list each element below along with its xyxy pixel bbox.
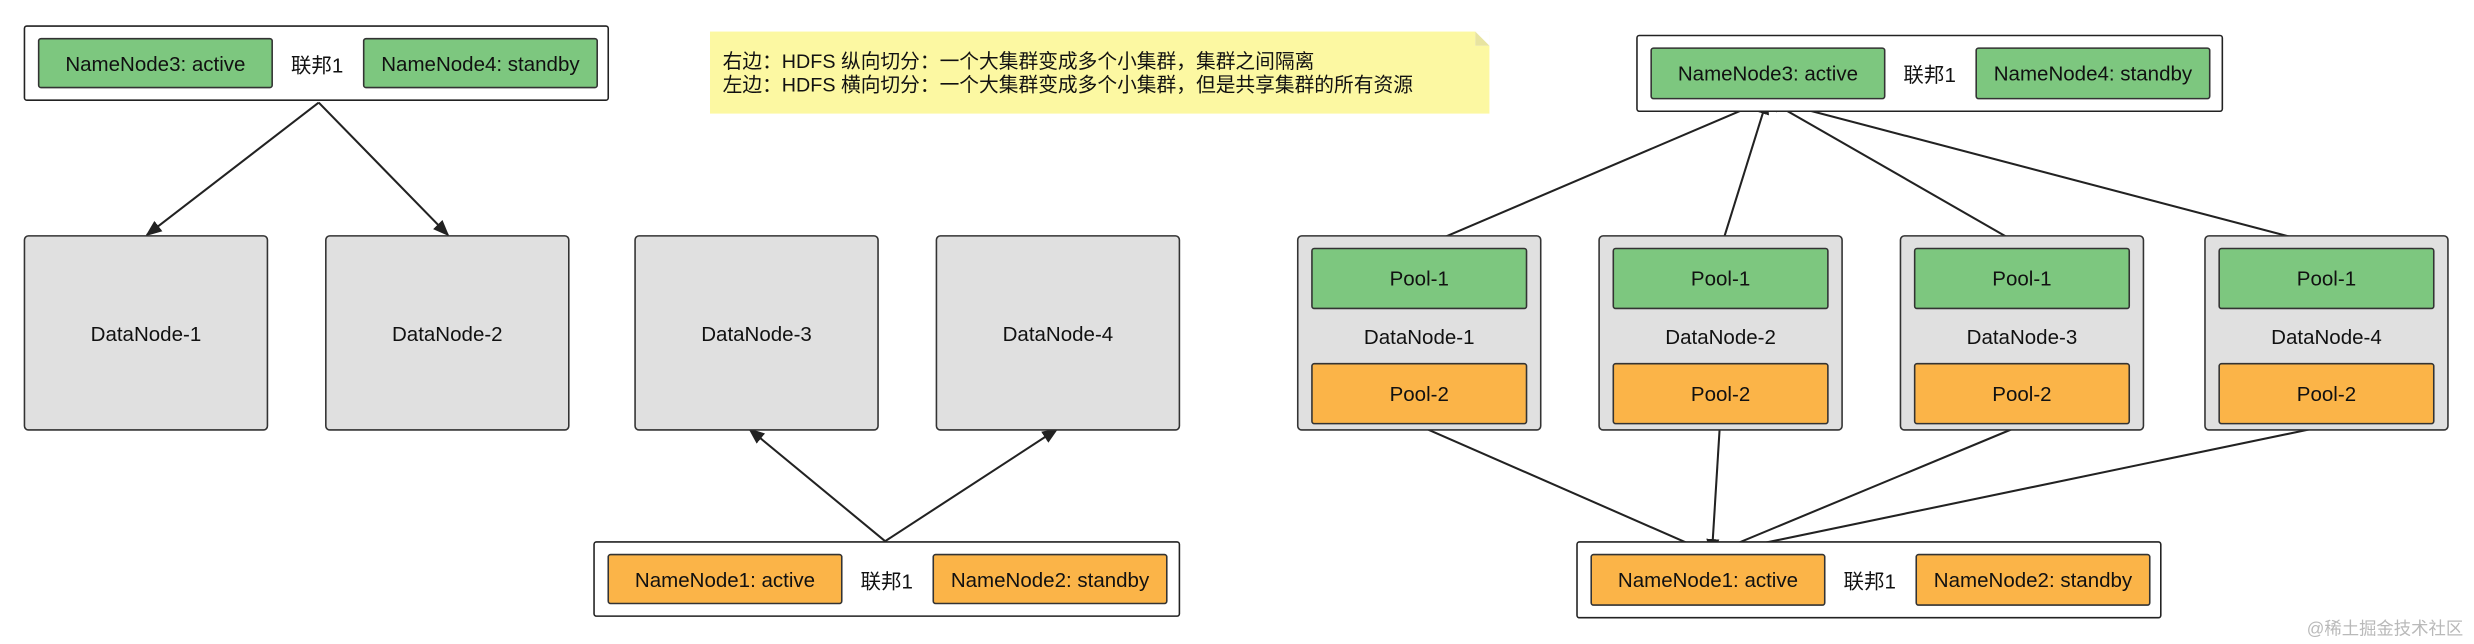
right-top-federation-label: 联邦1 bbox=[1903, 63, 1956, 87]
right-datanode-1-label: DataNode-1 bbox=[1363, 324, 1475, 348]
right-datanode-3-pool-1[interactable]: Pool-1 bbox=[1913, 247, 2131, 310]
right-datanode-2-pool-1[interactable]: Pool-1 bbox=[1612, 247, 1829, 310]
right-top-namenode-standby[interactable]: NameNode4: standby bbox=[1975, 47, 2211, 100]
right-datanode-3-label: DataNode-3 bbox=[1966, 324, 2078, 348]
right-datanode-2-pool-2[interactable]: Pool-2 bbox=[1612, 362, 1829, 425]
left-datanode-2[interactable]: DataNode-2 bbox=[325, 235, 570, 431]
right-datanode-1-pool-1[interactable]: Pool-1 bbox=[1311, 247, 1528, 310]
right-bottom-namenode-standby[interactable]: NameNode2: standby bbox=[1915, 553, 2151, 606]
arrow-datanode-3-to-namenode3 bbox=[1765, 98, 2024, 248]
right-bottom-namenode-active[interactable]: NameNode1: active bbox=[1590, 553, 1826, 606]
left-top-namenode-standby[interactable]: NameNode4: standby bbox=[362, 37, 598, 89]
left-datanode-1[interactable]: DataNode-1 bbox=[23, 235, 269, 431]
right-datanode-4-label: DataNode-4 bbox=[2271, 324, 2382, 348]
left-bottom-namenode-active[interactable]: NameNode1: active bbox=[607, 553, 843, 605]
left-datanode-4[interactable]: DataNode-4 bbox=[935, 235, 1181, 431]
left-top-namenode-active[interactable]: NameNode3: active bbox=[37, 37, 273, 89]
left-bottom-federation-label: 联邦1 bbox=[860, 568, 913, 593]
arrow-nn-bottom-to-datanode-4 bbox=[884, 428, 1059, 543]
left-datanode-3[interactable]: DataNode-3 bbox=[634, 235, 879, 431]
note-fold-corner bbox=[1475, 31, 1490, 46]
arrow-datanode-4-to-namenode1 bbox=[1710, 425, 2326, 558]
right-bottom-federation-label: 联邦1 bbox=[1843, 569, 1896, 594]
arrow-datanode-1-to-namenode1 bbox=[1419, 425, 1714, 555]
arrow-datanode-4-to-namenode3 bbox=[1765, 96, 2326, 248]
watermark: @稀土掘金技术社区 bbox=[2306, 620, 2464, 640]
arrow-nn-top-to-datanode-1 bbox=[145, 101, 320, 237]
left-top-federation-label: 联邦1 bbox=[290, 52, 344, 77]
left-bottom-namenode-standby[interactable]: NameNode2: standby bbox=[932, 553, 1168, 605]
arrow-datanode-1-to-namenode3 bbox=[1422, 98, 1769, 248]
right-datanode-1-pool-2[interactable]: Pool-2 bbox=[1311, 362, 1528, 425]
note-line-1: 右边：HDFS 纵向切分：一个大集群变成多个小集群，集群之间隔离 bbox=[722, 50, 1315, 73]
arrow-nn-top-to-datanode-2 bbox=[317, 101, 450, 237]
arrow-datanode-2-to-namenode3 bbox=[1720, 97, 1770, 247]
right-datanode-4-pool-1[interactable]: Pool-1 bbox=[2218, 247, 2435, 310]
explanation-note: 右边：HDFS 纵向切分：一个大集群变成多个小集群，集群之间隔离 左边：HDFS… bbox=[710, 31, 1490, 114]
arrow-datanode-2-to-namenode1 bbox=[1706, 425, 1721, 556]
note-line-2: 左边：HDFS 横向切分：一个大集群变成多个小集群，但是共享集群的所有资源 bbox=[722, 74, 1413, 97]
right-datanode-2-label: DataNode-2 bbox=[1665, 324, 1776, 348]
right-top-namenode-active[interactable]: NameNode3: active bbox=[1650, 47, 1886, 100]
arrow-datanode-3-to-namenode1 bbox=[1710, 425, 2020, 555]
arrow-nn-bottom-to-datanode-3 bbox=[748, 428, 886, 542]
right-datanode-3-pool-2[interactable]: Pool-2 bbox=[1913, 362, 2131, 425]
right-datanode-4-pool-2[interactable]: Pool-2 bbox=[2218, 362, 2435, 425]
